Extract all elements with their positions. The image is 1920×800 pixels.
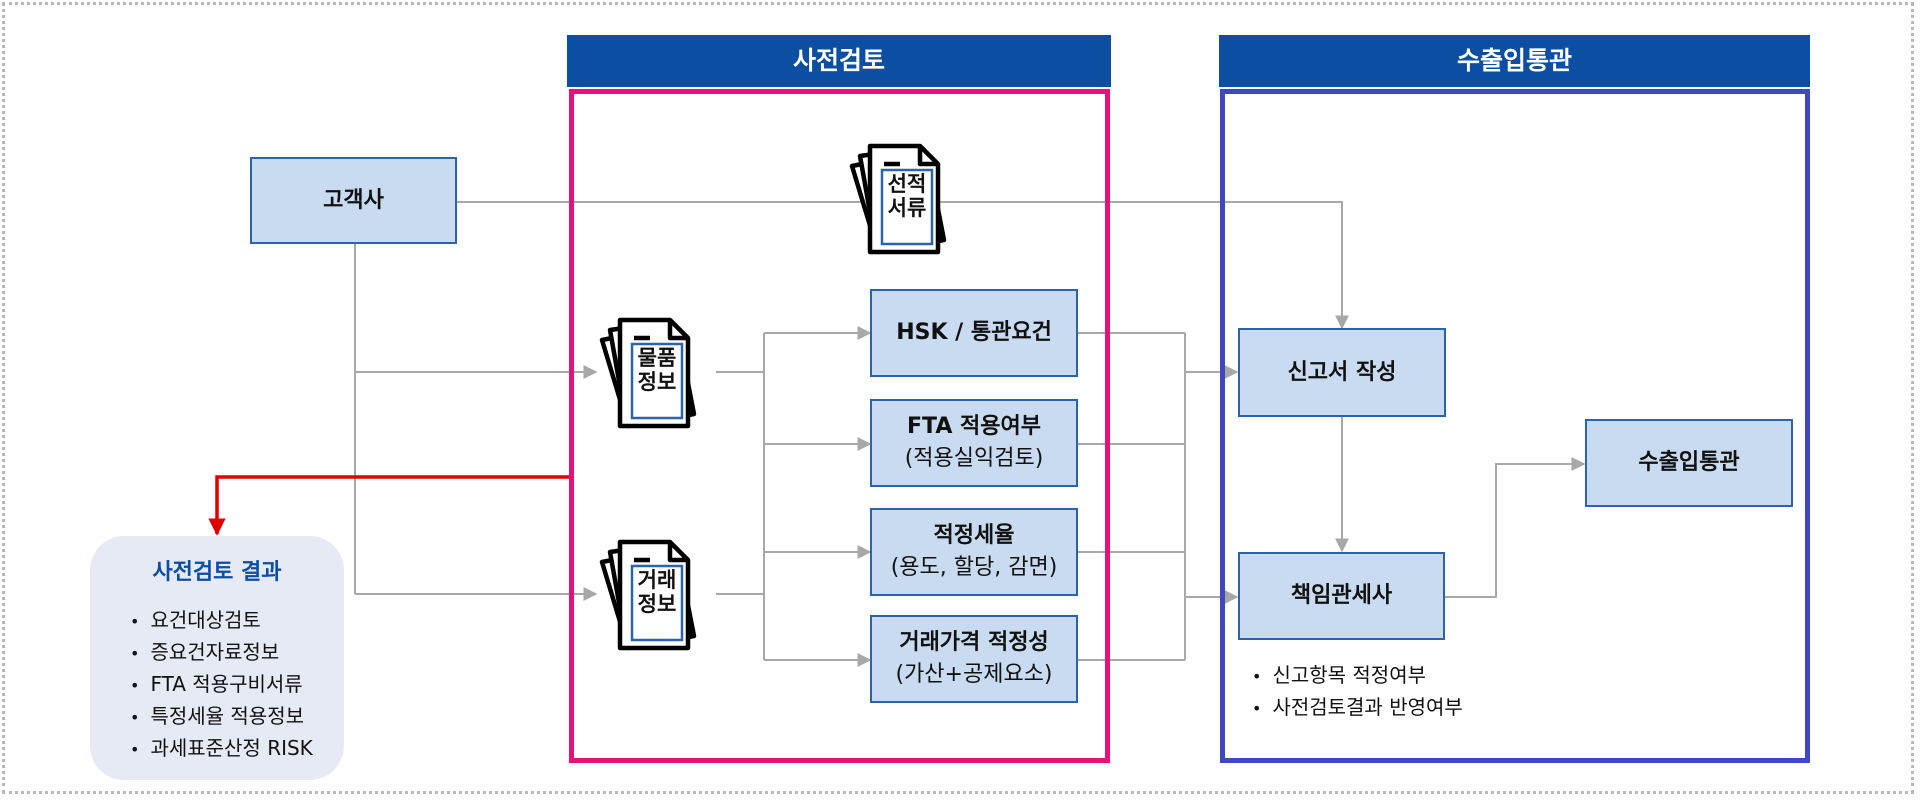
pre-review-area [569,89,1110,763]
list-item: 신고항목 적정여부 [1252,660,1463,692]
list-item: 과세표준산정 RISK [130,733,312,765]
list-item: FTA 적용구비서류 [130,669,313,701]
shipping-documents-label: 선적 서류 [887,172,927,221]
list-item: 증요건자료정보 [130,637,313,669]
pre-review-header: 사전검토 [567,35,1111,87]
list-item: 사전검토결과 반영여부 [1252,692,1462,724]
customs-header: 수출입통관 [1219,35,1810,87]
trade-information-label: 거래 정보 [637,568,677,617]
broker-node: 책임관세사 [1238,552,1445,640]
document-stack-icon [599,317,697,429]
goods-information-label: 물품 정보 [637,346,677,395]
clearance-node: 수출입통관 [1585,419,1793,507]
tariff-node: 적정세율 (용도, 할당, 감면) [870,508,1078,596]
connector-broker-to-clearance [1445,457,1586,598]
customs-area [1220,89,1810,763]
document-stack-icon [599,539,697,651]
pre-review-result-panel: 사전검토 결과 요건대상검토 증요건자료정보 FTA 적용구비서류 특정세율 적… [90,536,344,780]
trade-information: 거래 정보 [596,534,716,662]
connector-customer-to-declaration [456,201,1349,330]
broker-check-list: 신고항목 적정여부 사전검토결과 반영여부 [1252,660,1463,724]
connector-review-to-result [208,475,569,536]
result-title: 사전검토 결과 [152,560,282,585]
price-node: 거래가격 적정성 (가산+공제요소) [870,615,1078,703]
customer-node: 고객사 [250,157,457,244]
document-stack-icon [849,143,947,255]
customer-label: 고객사 [323,187,384,213]
list-item: 특정세율 적용정보 [130,701,313,733]
declaration-node: 신고서 작성 [1238,328,1446,417]
fta-node: FTA 적용여부 (적용실익검토) [870,399,1078,487]
result-list: 요건대상검토 증요건자료정보 FTA 적용구비서류 특정세율 적용정보 과세표준… [130,605,313,765]
hsk-node: HSK / 통관요건 [870,289,1078,377]
list-item: 요건대상검토 [130,605,313,637]
goods-information: 물품 정보 [596,312,716,440]
shipping-documents: 선적 서류 [846,138,966,266]
